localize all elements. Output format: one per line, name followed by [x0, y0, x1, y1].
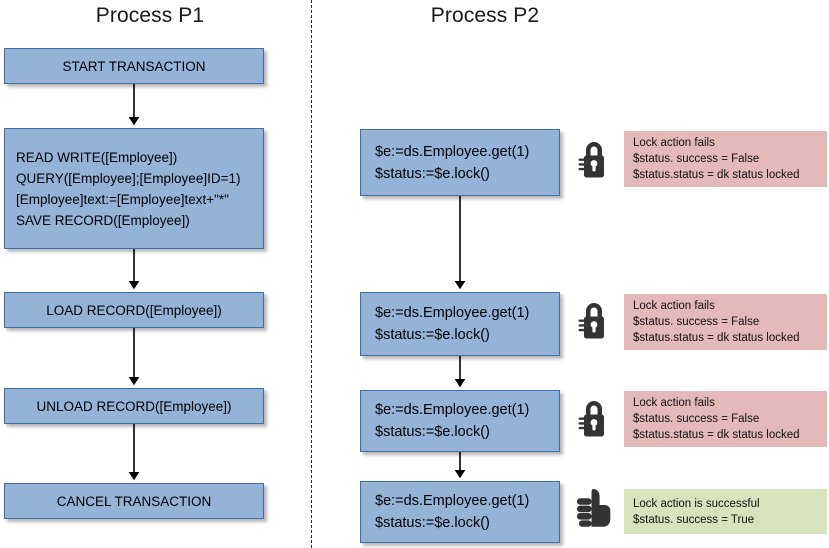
- p2-step-attempt-2[interactable]: $e:=ds.Employee.get(1) $status:=$e.lock(…: [360, 292, 560, 356]
- process-p2-title: Process P2: [430, 4, 540, 27]
- p2-note-attempt-1: Lock action fails $status. success = Fal…: [624, 131, 827, 187]
- p1-step-cancel-transaction[interactable]: CANCEL TRANSACTION: [4, 483, 264, 519]
- p2-step-attempt-1-code: $e:=ds.Employee.get(1) $status:=$e.lock(…: [375, 143, 530, 182]
- p2-step-attempt-4[interactable]: $e:=ds.Employee.get(1) $status:=$e.lock(…: [360, 481, 560, 543]
- p2-note-attempt-2: Lock action fails $status. success = Fal…: [624, 294, 827, 350]
- p2-note-attempt-4-text: Lock action is successful $status. succe…: [633, 497, 760, 526]
- p2-note-attempt-2-text: Lock action fails $status. success = Fal…: [633, 300, 800, 344]
- process-p1-title: Process P1: [95, 4, 205, 27]
- p1-step-load-record-label: LOAD RECORD([Employee]): [46, 302, 222, 318]
- p2-note-attempt-3: Lock action fails $status. success = Fal…: [624, 391, 827, 447]
- p2-step-attempt-3[interactable]: $e:=ds.Employee.get(1) $status:=$e.lock(…: [360, 390, 560, 452]
- p2-step-attempt-4-code: $e:=ds.Employee.get(1) $status:=$e.lock(…: [375, 493, 530, 531]
- p1-step-unload-record-label: UNLOAD RECORD([Employee]): [36, 398, 232, 414]
- p2-step-attempt-1[interactable]: $e:=ds.Employee.get(1) $status:=$e.lock(…: [360, 129, 560, 196]
- p2-step-attempt-3-code: $e:=ds.Employee.get(1) $status:=$e.lock(…: [375, 402, 530, 440]
- p2-note-attempt-3-text: Lock action fails $status. success = Fal…: [633, 397, 800, 441]
- p1-step-read-write-block-label: READ WRITE([Employee]) QUERY([Employee];…: [16, 149, 241, 228]
- process-column-divider: [311, 0, 312, 548]
- p2-note-attempt-1-text: Lock action fails $status. success = Fal…: [633, 137, 800, 181]
- padlock-locked-icon: [575, 137, 613, 181]
- p1-step-load-record[interactable]: LOAD RECORD([Employee]): [4, 292, 264, 328]
- p1-step-start-transaction-label: START TRANSACTION: [62, 58, 206, 74]
- p2-step-attempt-2-code: $e:=ds.Employee.get(1) $status:=$e.lock(…: [375, 305, 530, 343]
- thumbs-up-icon: [573, 484, 617, 534]
- p1-step-unload-record[interactable]: UNLOAD RECORD([Employee]): [4, 388, 264, 424]
- p1-step-read-write-block[interactable]: READ WRITE([Employee]) QUERY([Employee];…: [4, 128, 264, 249]
- p1-step-cancel-transaction-label: CANCEL TRANSACTION: [56, 493, 212, 509]
- p1-step-start-transaction[interactable]: START TRANSACTION: [4, 48, 264, 84]
- padlock-locked-icon: [575, 298, 613, 342]
- padlock-locked-icon: [575, 396, 613, 440]
- p2-note-attempt-4: Lock action is successful $status. succe…: [624, 489, 827, 534]
